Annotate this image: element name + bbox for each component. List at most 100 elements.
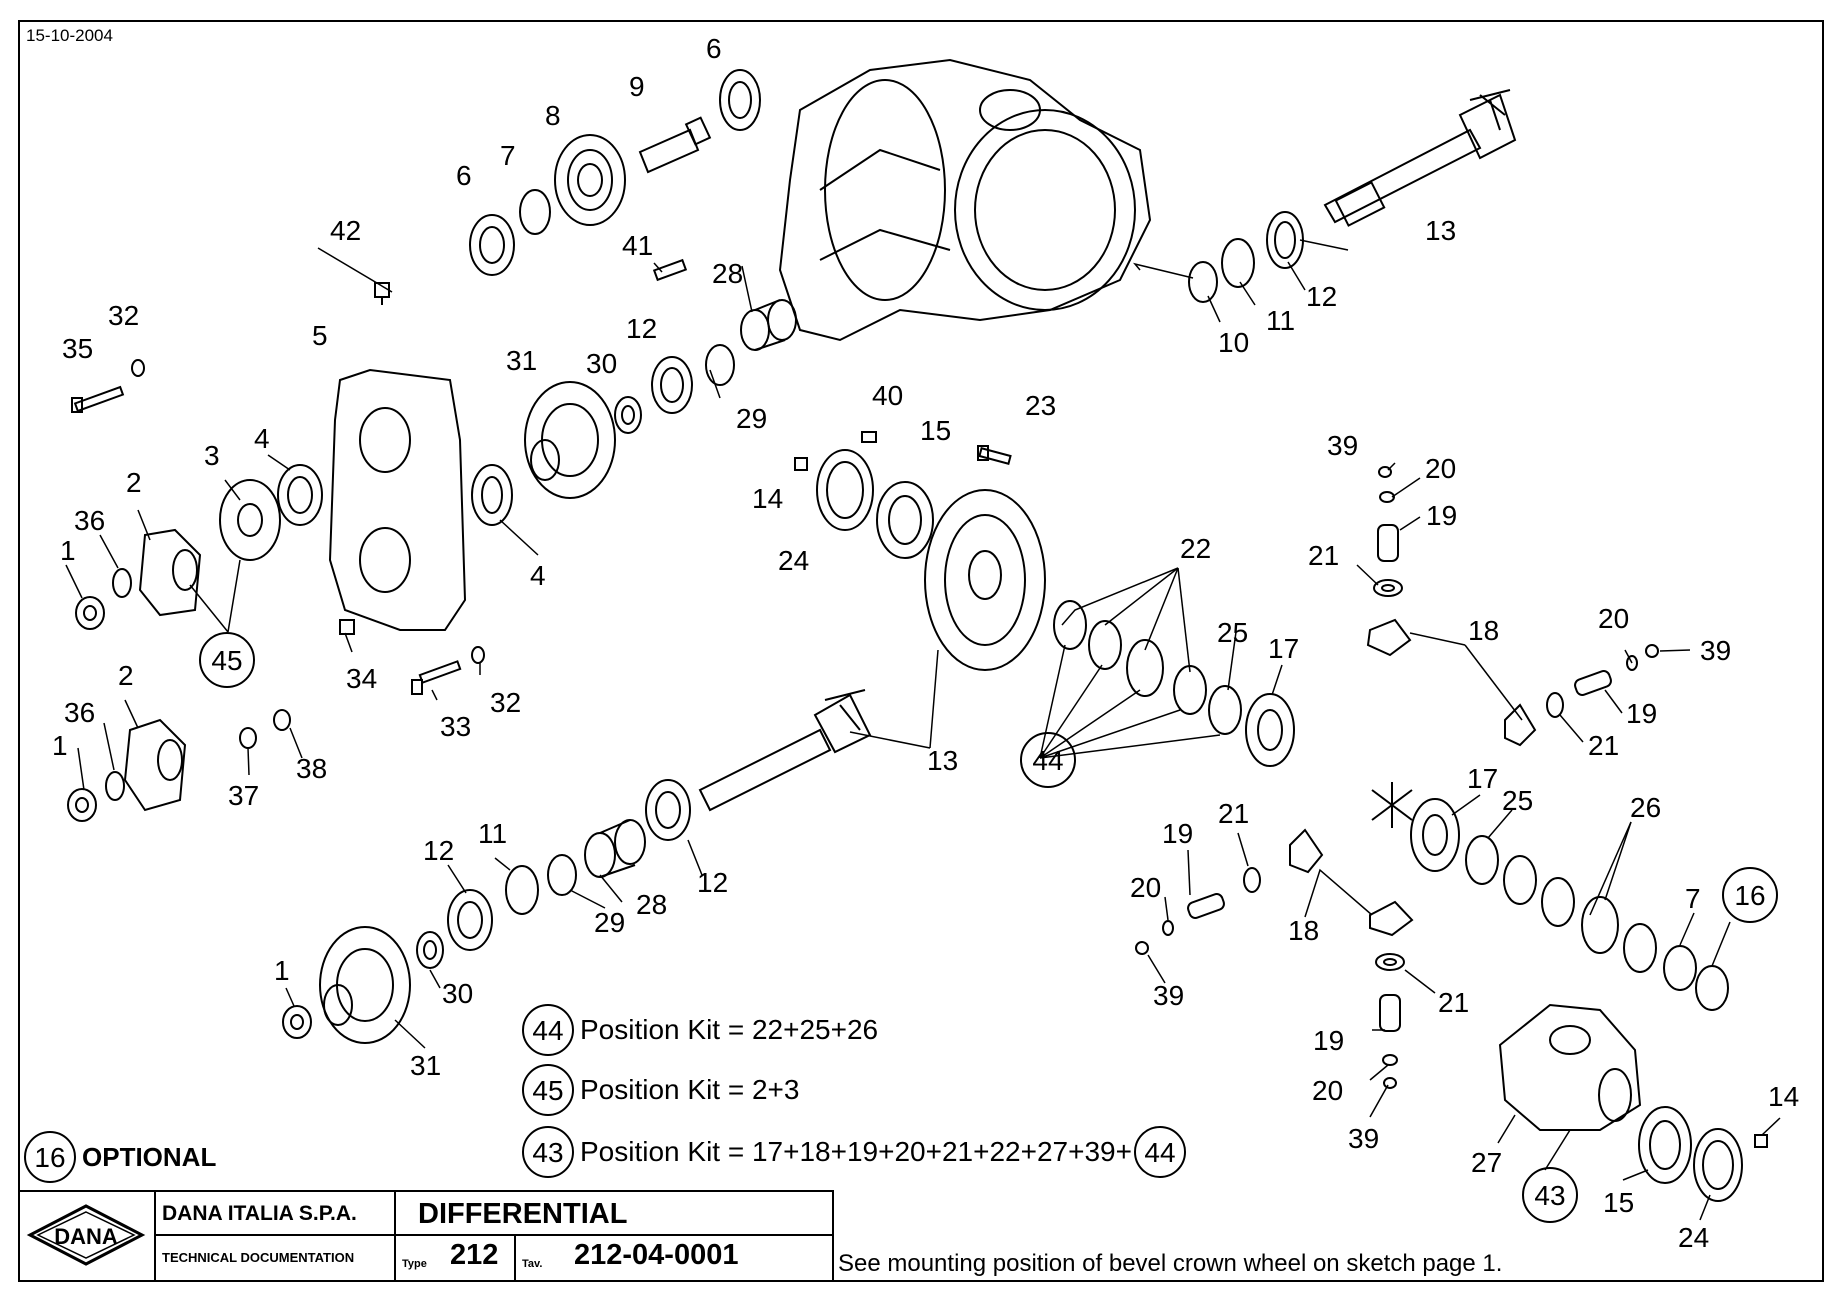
planet-18-lower (1369, 900, 1414, 937)
gear-31-top (524, 381, 616, 499)
callout-20c: 20 (1130, 872, 1161, 903)
pinion-9 (638, 116, 712, 174)
callout-9: 9 (629, 71, 645, 102)
bearing-12-lower (447, 889, 493, 951)
callout-18b: 18 (1288, 915, 1319, 946)
callout-32b: 32 (490, 687, 521, 718)
callout-36b: 36 (64, 697, 95, 728)
drawing-date: 15-10-2004 (26, 26, 113, 45)
ring-20-right (1626, 655, 1638, 671)
ring-11-top (1221, 238, 1255, 288)
kit-43-number: 43 (522, 1126, 574, 1178)
leader-lines (65, 239, 1781, 1221)
callout-42: 42 (330, 215, 361, 246)
bearing-6-top (719, 69, 761, 131)
callout-12: 12 (626, 313, 657, 344)
callout-24b: 24 (1678, 1222, 1709, 1253)
callout-15b: 15 (1603, 1187, 1634, 1218)
pinion-shaft-top (1323, 89, 1517, 227)
bearing-12-top (1266, 211, 1304, 269)
dana-logo: DANA (26, 1204, 146, 1266)
ring-39-lower-left (1135, 941, 1149, 955)
logo-text: DANA (54, 1224, 118, 1249)
kit-44-number: 44 (522, 1004, 574, 1056)
logo-cell: DANA (20, 1192, 156, 1280)
callout-21d: 21 (1438, 987, 1469, 1018)
bearing-12-bottom (645, 779, 691, 841)
ring-38 (273, 709, 291, 731)
callout-7b: 7 (1685, 883, 1701, 914)
screw-14-lower (1754, 1134, 1768, 1148)
screw-33 (411, 660, 462, 695)
cover-plate-5 (328, 368, 467, 631)
callout-33: 33 (440, 711, 471, 742)
callout-12d: 12 (423, 835, 454, 866)
callout-1b: 1 (52, 730, 68, 761)
part-drawings (67, 58, 1768, 1202)
callout-36: 36 (74, 505, 105, 536)
callout-31b: 31 (410, 1050, 441, 1081)
gear-31-bottom (319, 926, 411, 1044)
kit-43-trailing-circle: 44 (1133, 1126, 1186, 1178)
ring-24-mid (816, 449, 874, 531)
planet-18-top (1366, 618, 1412, 657)
washer-25-lower (1465, 835, 1499, 885)
callout-6b: 6 (456, 160, 472, 191)
callout-11: 11 (1266, 305, 1295, 336)
callout-7: 7 (500, 140, 516, 171)
screw-23 (977, 445, 1012, 465)
screw-35 (71, 385, 125, 413)
title-block: DANA DANA ITALIA S.P.A. DIFFERENTIAL TEC… (18, 1190, 834, 1282)
optional-number: 16 (24, 1131, 76, 1183)
callout-14b: 14 (1768, 1081, 1799, 1112)
flange-2-top (138, 528, 202, 617)
axle-housing (778, 58, 1152, 342)
ring-16-lower (1695, 965, 1729, 1011)
circled-44: 44 (1032, 745, 1063, 776)
callout-2: 2 (126, 467, 142, 498)
ring-20-lower-left (1162, 920, 1174, 936)
callout-35: 35 (62, 333, 93, 364)
circled-callouts (199, 632, 1778, 1223)
axis-star (1371, 782, 1413, 828)
callout-15: 15 (920, 415, 951, 446)
shims-26 (1503, 855, 1657, 973)
callout-20d: 20 (1312, 1075, 1343, 1106)
plug-34 (339, 619, 355, 635)
drawing-title: DIFFERENTIAL (396, 1192, 832, 1236)
drawing-frame (18, 20, 1824, 1282)
ring-24-lower (1693, 1128, 1743, 1202)
callout-28: 28 (712, 258, 743, 289)
planet-18-right (1504, 703, 1537, 747)
pin-41 (652, 258, 688, 282)
tav-cell: Tav. 212-04-0001 (516, 1236, 832, 1280)
callout-41: 41 (622, 230, 653, 261)
circled-16: 16 (1734, 880, 1765, 911)
mounting-note: See mounting position of bevel crown whe… (838, 1250, 1503, 1277)
pin-19-top (1377, 524, 1399, 562)
nut-1-bottom (67, 788, 97, 822)
optional-label: OPTIONAL (82, 1141, 217, 1172)
gear-8 (554, 134, 626, 226)
callout-19c: 19 (1162, 818, 1193, 849)
callout-19d: 19 (1313, 1025, 1344, 1056)
circle-16-shape (1722, 867, 1778, 923)
callout-24: 24 (778, 545, 809, 576)
callout-19: 19 (1426, 500, 1457, 531)
kit-44-label: Position Kit = 22+25+26 (580, 1014, 879, 1045)
bearing-15-lower (1638, 1106, 1692, 1184)
flange-2-bottom (123, 718, 187, 812)
callout-27: 27 (1471, 1147, 1502, 1178)
circle-43-shape (1522, 1167, 1578, 1223)
callout-12c: 12 (1306, 281, 1337, 312)
callout-18: 18 (1468, 615, 1499, 646)
side-gear-17-mid (1245, 693, 1295, 767)
callout-29b: 29 (594, 907, 625, 938)
callout-1c: 1 (274, 955, 290, 986)
planet-18-lower-left (1289, 828, 1324, 874)
pin-19-lower (1379, 994, 1401, 1032)
ring-11-bottom (505, 865, 539, 915)
